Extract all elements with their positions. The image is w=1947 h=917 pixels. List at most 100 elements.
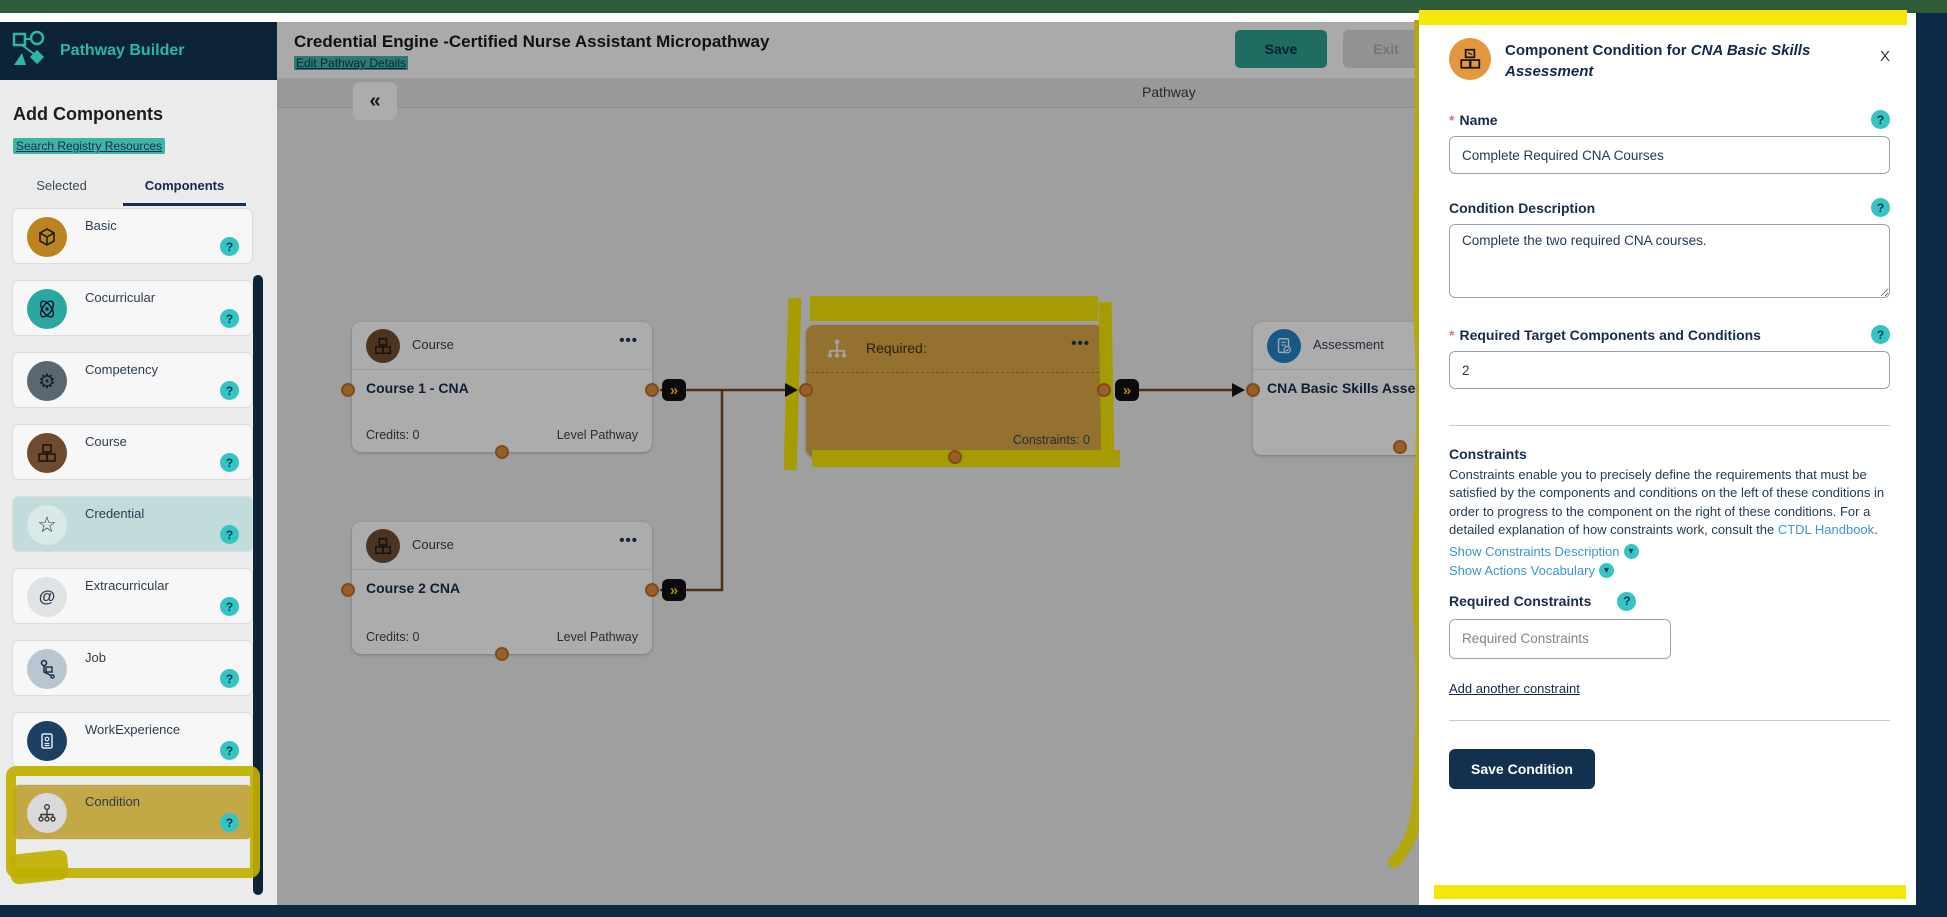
panel-title: Component Condition for CNA Basic Skills… [1505, 42, 1811, 80]
condition-description-textarea[interactable]: Complete the two required CNA courses. [1449, 224, 1890, 298]
section-divider [1449, 719, 1890, 721]
node-menu-icon[interactable]: ••• [619, 332, 638, 349]
node-menu-icon[interactable]: ••• [619, 532, 638, 549]
canvas-toolbar-title: Pathway [1142, 84, 1196, 100]
app-logo-icon [10, 29, 50, 74]
panel-title-target: CNA Basic Skills Assessment [1505, 42, 1811, 80]
help-icon[interactable]: ? [220, 237, 239, 256]
browser-top-bar [0, 0, 1947, 13]
help-icon[interactable]: ? [220, 525, 239, 544]
add-components-heading: Add Components [13, 104, 163, 124]
tab-selected[interactable]: Selected [36, 178, 87, 193]
connector-dot[interactable] [1246, 383, 1260, 397]
sidebar-item-label: Job [85, 650, 106, 665]
required-target-input[interactable] [1449, 351, 1890, 389]
component-condition-panel: Component Condition for CNA Basic Skills… [1419, 22, 1916, 905]
node-title: Course 1 - CNA [366, 380, 469, 396]
help-icon[interactable]: ? [220, 309, 239, 328]
help-icon[interactable]: ? [1617, 591, 1637, 611]
hand-truck-icon [27, 649, 67, 689]
sidebar-item-credential[interactable]: ☆ Credential ? [12, 496, 253, 552]
sidebar-item-label: Extracurricular [85, 578, 169, 593]
sidebar-item-cocurricular[interactable]: Cocurricular ? [12, 280, 253, 336]
show-actions-vocabulary-link[interactable]: Show Actions Vocabulary ▾ [1449, 562, 1614, 578]
sidebar-scrollbar[interactable] [253, 275, 263, 895]
connector-dot[interactable] [495, 445, 509, 459]
sidebar-item-label: WorkExperience [85, 722, 181, 737]
save-button[interactable]: Save [1235, 30, 1327, 68]
sidebar-item-extracurricular[interactable]: @ Extracurricular ? [12, 568, 253, 624]
panel-top-highlight-marker [1419, 10, 1907, 25]
edit-pathway-details-link[interactable]: Edit Pathway Details [294, 56, 409, 70]
sidebar-item-label: Condition [85, 794, 140, 809]
connector-dot[interactable] [645, 583, 659, 597]
help-icon[interactable]: ? [220, 669, 239, 688]
help-icon[interactable]: ? [1871, 325, 1890, 344]
sidebar-item-label: Credential [85, 506, 145, 521]
constraints-heading: Constraints [1449, 446, 1527, 462]
close-icon[interactable]: X [1879, 48, 1890, 65]
help-icon[interactable]: ? [220, 813, 239, 832]
connector-dot[interactable] [341, 583, 355, 597]
sidebar-item-course[interactable]: Course ? [12, 424, 253, 480]
connector-dot[interactable] [341, 383, 355, 397]
sidebar-item-job[interactable]: Job ? [12, 640, 253, 696]
chevron-badge-icon[interactable]: » [1115, 379, 1139, 401]
condition-description-label: Condition Description ? [1449, 198, 1890, 217]
sidebar-item-basic[interactable]: Basic ? [12, 208, 253, 264]
required-constraints-input[interactable] [1449, 618, 1671, 659]
node-course-2[interactable]: Course ••• Course 2 CNA Credits: 0 Level… [352, 522, 652, 654]
pathway-canvas-region: Credential Engine -Certified Nurse Assis… [277, 22, 1419, 905]
help-icon[interactable]: ? [220, 741, 239, 760]
help-icon[interactable]: ? [220, 453, 239, 472]
save-condition-button[interactable]: Save Condition [1449, 748, 1595, 789]
ctdl-handbook-link[interactable]: CTDL Handbook [1777, 522, 1875, 538]
node-required-condition[interactable]: Required: ••• Constraints: 0 [806, 325, 1104, 457]
node-title: Required: [866, 340, 927, 356]
tab-components[interactable]: Components [123, 170, 246, 206]
stacked-cubes-icon [366, 329, 400, 363]
node-type-label: Course [412, 537, 454, 552]
name-input[interactable] [1449, 136, 1890, 174]
condition-cubes-icon [1449, 38, 1491, 80]
canvas-dim-overlay [277, 22, 1419, 905]
node-credits: Credits: 0 [366, 630, 420, 644]
cube-icon [27, 217, 67, 257]
panel-header: Component Condition for CNA Basic Skills… [1449, 38, 1890, 82]
connector-dot[interactable] [495, 647, 509, 661]
pathway-title: Credential Engine -Certified Nurse Assis… [294, 32, 770, 51]
collapse-sidebar-button[interactable]: « [353, 82, 397, 120]
hierarchy-icon [820, 332, 854, 366]
node-credits: Credits: 0 [366, 428, 420, 442]
top-white-strip [0, 13, 1916, 22]
help-icon[interactable]: ? [220, 381, 239, 400]
pathway-header: Credential Engine -Certified Nurse Assis… [277, 22, 1419, 78]
badge-icon [27, 721, 67, 761]
panel-bottom-highlight-marker [1434, 885, 1906, 899]
node-course-1[interactable]: Course ••• Course 1 - CNA Credits: 0 Lev… [352, 322, 652, 452]
assessment-doc-icon [1267, 329, 1301, 363]
help-icon[interactable]: ? [220, 597, 239, 616]
sidebar-item-condition[interactable]: Condition ? [12, 784, 253, 840]
node-level: Level Pathway [556, 428, 638, 442]
sidebar-item-competency[interactable]: ⚙ Competency ? [12, 352, 253, 408]
atom-icon [27, 289, 67, 329]
required-asterisk: * [1449, 326, 1455, 343]
help-icon[interactable]: ? [1871, 110, 1890, 129]
show-constraints-description-link[interactable]: Show Constraints Description ▾ [1449, 543, 1639, 559]
constraints-description: Constraints enable you to precisely defi… [1449, 467, 1885, 538]
sidebar-tabs: Selected Components [0, 170, 260, 206]
node-title: Course 2 CNA [366, 580, 461, 596]
chevron-down-icon: ▾ [1598, 562, 1614, 578]
stacked-cubes-icon [27, 433, 67, 473]
connector-dot[interactable] [645, 383, 659, 397]
help-icon[interactable]: ? [1871, 198, 1890, 217]
add-another-constraint-link[interactable]: Add another constraint [1449, 680, 1580, 696]
node-menu-icon[interactable]: ••• [1071, 335, 1090, 352]
gear-icon: ⚙ [27, 361, 67, 401]
search-registry-resources-link[interactable]: Search Registry Resources [13, 138, 166, 154]
required-asterisk: * [1449, 111, 1455, 128]
sidebar-item-label: Course [85, 434, 127, 449]
sidebar-item-workexperience[interactable]: WorkExperience ? [12, 712, 253, 768]
